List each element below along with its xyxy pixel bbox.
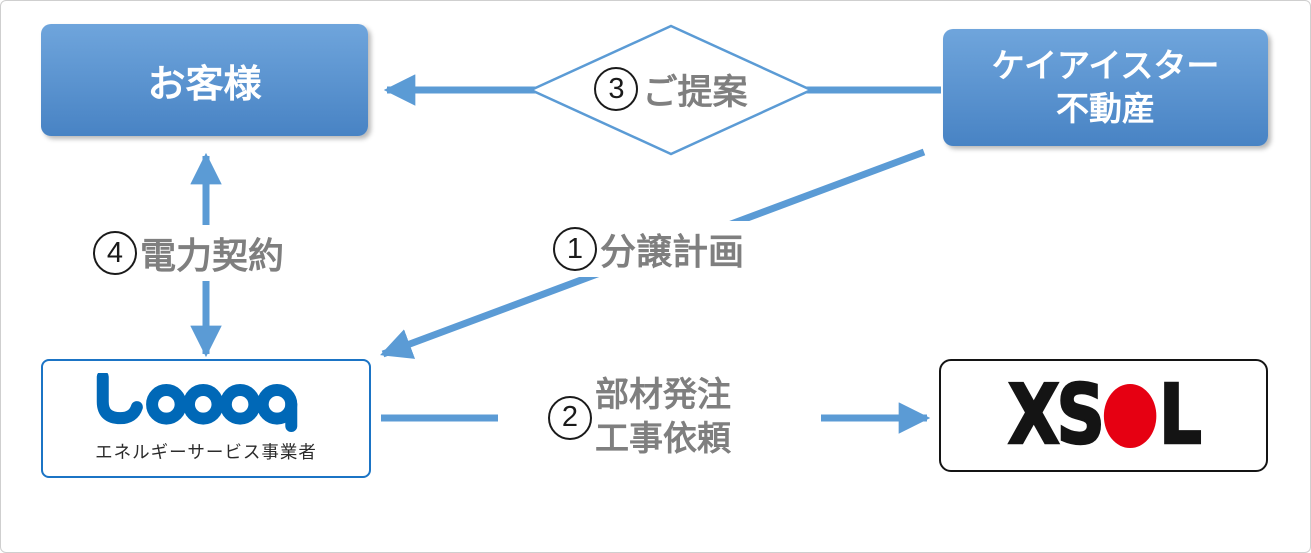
circled-number-2: 2 — [548, 395, 592, 440]
looop-caption: エネルギーサービス事業者 — [95, 443, 317, 463]
diamond-proposal — [527, 24, 815, 156]
looop-logo-icon — [96, 373, 298, 432]
edge-label-proposal-text: ご提案 — [642, 72, 748, 113]
edge-label-order-line1: 部材発注 — [595, 375, 731, 415]
circled-number-1: 1 — [553, 227, 597, 271]
edge-label-order: 2 部材発注 工事依頼 — [544, 372, 741, 464]
xsol-logo: XS L — [1007, 367, 1203, 463]
node-looop: エネルギーサービス事業者 — [41, 359, 371, 478]
node-xsol: XS L — [939, 359, 1268, 472]
node-kistar-label-line2: 不動産 — [1056, 88, 1155, 128]
xsol-logo-suffix: L — [1158, 367, 1203, 463]
edge-label-plan-text: 分譲計画 — [600, 232, 745, 273]
circled-number-3: 3 — [594, 67, 639, 111]
edge-label-proposal: 3 ご提案 — [531, 26, 811, 152]
edge-label-order-line2: 工事依頼 — [595, 418, 731, 459]
xsol-red-circle-icon — [1104, 383, 1157, 448]
edge-label-plan: 1 分譲計画 — [549, 221, 755, 277]
circled-number-4: 4 — [93, 231, 137, 275]
edge-label-power: 4 電力契約 — [89, 225, 295, 281]
xsol-logo-prefix: XS — [1007, 367, 1106, 463]
node-kistar-fudosan: ケイアイスター 不動産 — [943, 29, 1268, 146]
node-kistar-label-line1: ケイアイスター — [991, 45, 1220, 85]
node-customer-label: お客様 — [147, 61, 262, 106]
node-customer: お客様 — [41, 24, 368, 136]
edge-label-power-text: 電力契約 — [140, 236, 285, 277]
